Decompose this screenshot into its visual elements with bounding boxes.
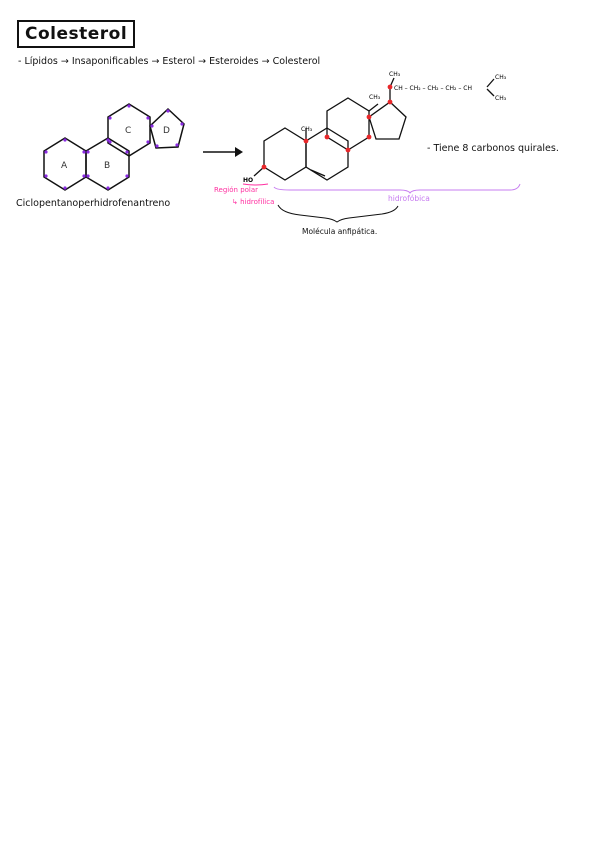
chol-ring-d	[368, 101, 407, 140]
chiral-centers	[261, 84, 393, 170]
ring-d-label: D	[163, 126, 170, 136]
c13-methyl-label: CH₃	[369, 94, 381, 101]
ring-b	[85, 137, 130, 191]
branch-methyl-top: CH₃	[495, 74, 507, 81]
hydroxyl-label: HO	[243, 177, 253, 184]
transform-arrow	[203, 147, 243, 157]
amphipathic-brace	[277, 204, 399, 223]
classification-chain: - Lípidos → Insaponificables → Esterol →…	[18, 56, 321, 67]
ring-a-label: A	[61, 161, 68, 171]
amphipathic-label: Molécula anfipática.	[302, 227, 377, 236]
c20-methyl-label: CH₃	[389, 71, 401, 78]
ring-d	[149, 107, 185, 149]
hydrophobic-brace	[273, 183, 521, 194]
branch-methyl-bottom: CH₃	[495, 95, 507, 102]
page-title: Colesterol	[17, 20, 136, 48]
ring-vertex-dots	[44, 104, 184, 190]
chiral-carbons-note: - Tiene 8 carbonos quirales.	[427, 143, 559, 154]
hydrophilic-label: ↳ hidrofílica	[232, 198, 274, 206]
polar-region-label: Región polar	[214, 186, 258, 194]
steroid-nucleus	[43, 103, 185, 191]
c10-methyl-label: CH₃	[301, 126, 313, 133]
ring-c	[107, 103, 151, 157]
side-chain-label: CH – CH₂ – CH₂ – CH₂ – CH	[394, 85, 472, 92]
ring-system-name: Ciclopentanoperhidrofenantreno	[16, 198, 171, 209]
ring-c-label: C	[125, 126, 131, 136]
hydrophobic-label: hidrofóbica	[388, 194, 430, 203]
polar-region-brace	[242, 183, 269, 186]
chol-ring-a	[263, 127, 307, 181]
ring-b-label: B	[104, 161, 110, 171]
